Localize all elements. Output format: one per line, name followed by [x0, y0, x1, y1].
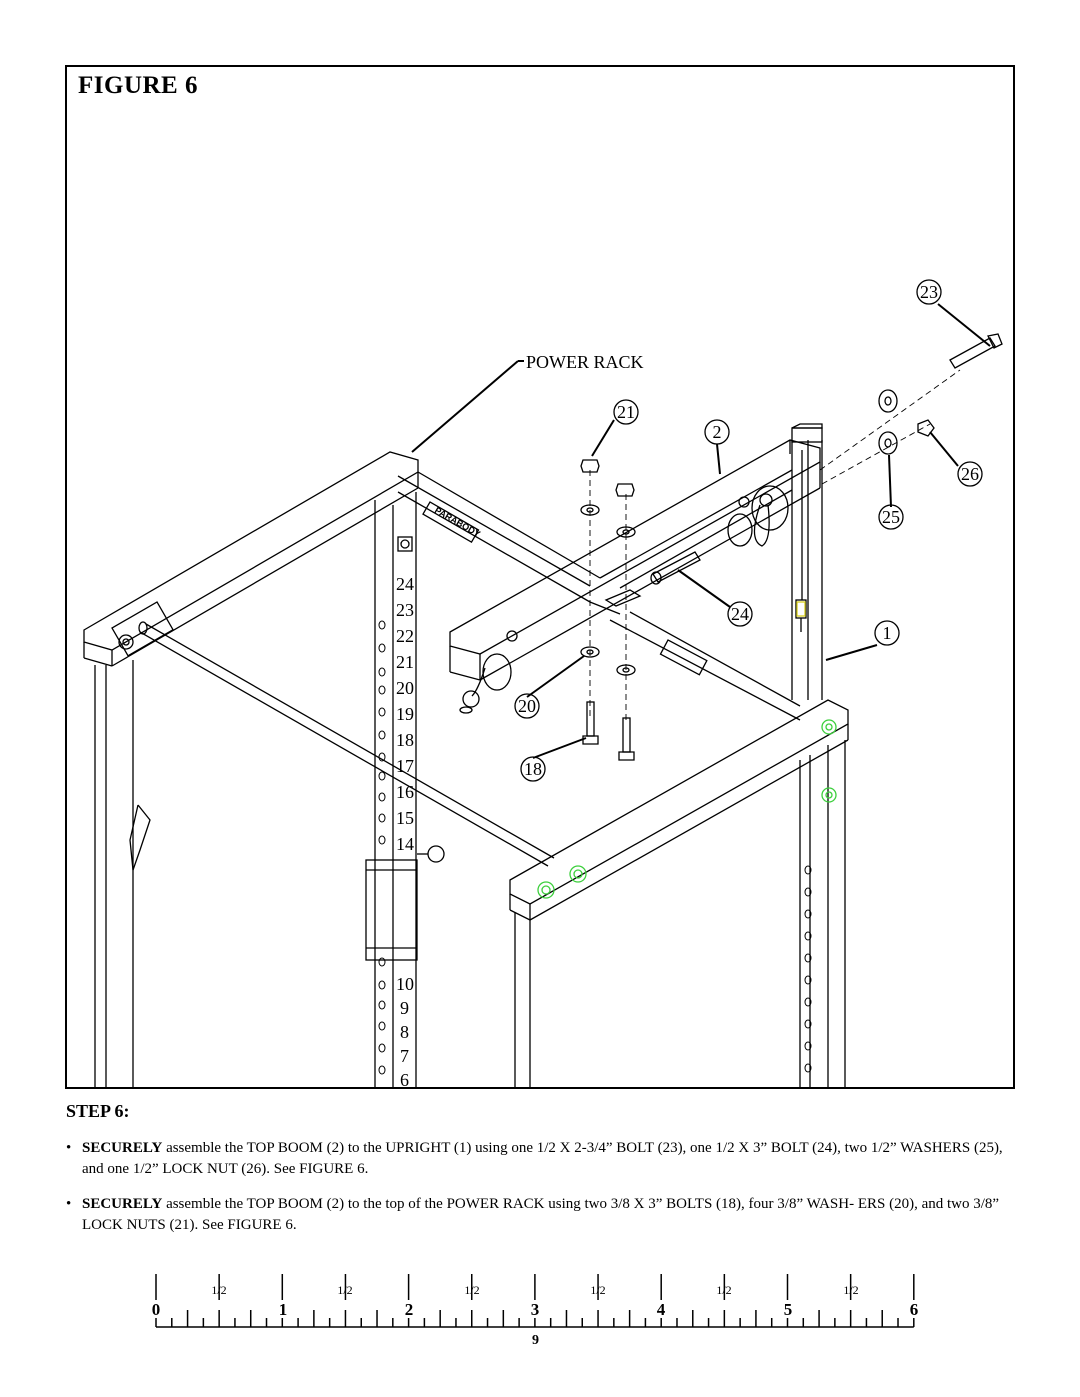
callout-26: 26 — [961, 464, 979, 484]
figure-title: FIGURE 6 — [78, 72, 198, 99]
hole-number: 21 — [396, 652, 414, 672]
hole-number: 9 — [400, 998, 409, 1018]
hole-number: 18 — [396, 730, 414, 750]
bullet-text: assemble the TOP BOOM (2) to the UPRIGHT… — [82, 1140, 1003, 1177]
hole-number: 10 — [396, 974, 414, 994]
hole-number: 14 — [396, 834, 414, 854]
bullet-text: assemble the TOP BOOM (2) to the top of … — [82, 1196, 1000, 1233]
callout-21: 21 — [617, 402, 635, 422]
callout-18: 18 — [524, 759, 542, 779]
callout-24: 24 — [731, 604, 749, 624]
hole-number: 15 — [396, 808, 414, 828]
hole-number: 17 — [396, 756, 414, 776]
hole-number: 6 — [400, 1070, 409, 1090]
callout-2: 2 — [713, 422, 722, 442]
bullet-symbol: • — [66, 1140, 72, 1156]
hole-number: 23 — [396, 600, 414, 620]
bullet-strong: SECURELY — [82, 1196, 163, 1212]
hole-number: 19 — [396, 704, 414, 724]
hole-number: 22 — [396, 626, 414, 646]
hole-number: 7 — [400, 1046, 409, 1066]
hole-number: 16 — [396, 782, 414, 802]
step-title: STEP 6: — [66, 1101, 130, 1121]
page-number: 9 — [532, 1333, 539, 1348]
callout-23: 23 — [920, 282, 938, 302]
hole-number: 20 — [396, 678, 414, 698]
instruction-bullet-2: • SECURELY assemble the TOP BOOM (2) to … — [66, 1194, 1026, 1236]
instruction-bullet-1: • SECURELY assemble the TOP BOOM (2) to … — [66, 1138, 1026, 1180]
power-rack-label: POWER RACK — [526, 352, 644, 372]
callout-1: 1 — [883, 623, 892, 643]
hole-number: 8 — [400, 1022, 409, 1042]
figure-frame — [65, 65, 1015, 1089]
hole-number: 24 — [396, 574, 414, 594]
bullet-symbol: • — [66, 1196, 72, 1212]
bullet-strong: SECURELY — [82, 1140, 163, 1156]
callout-25: 25 — [882, 507, 900, 527]
callout-20: 20 — [518, 696, 536, 716]
